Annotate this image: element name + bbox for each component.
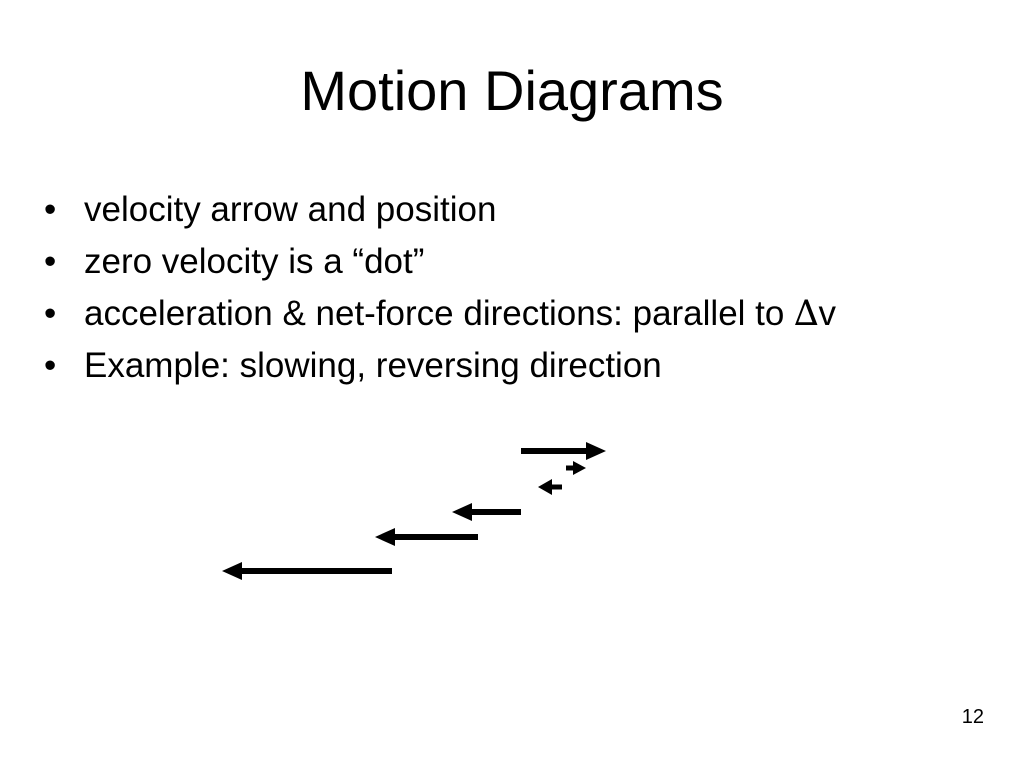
velocity-arrow-4 — [452, 503, 521, 521]
slide-title: Motion Diagrams — [300, 59, 724, 122]
delta-symbol: ∆ — [794, 294, 819, 334]
bullet-text-2: zero velocity is a “dot” — [84, 242, 425, 281]
velocity-arrow-6-head — [222, 562, 242, 580]
velocity-arrow-2 — [566, 461, 586, 475]
velocity-arrow-6 — [222, 562, 392, 580]
bullet-text-1: velocity arrow and position — [84, 190, 497, 229]
bullet-text-4: Example: slowing, reversing direction — [84, 346, 662, 385]
bullet-item-1: • velocity arrow and position — [44, 184, 836, 236]
bullet-list: • velocity arrow and position • zero vel… — [44, 184, 836, 392]
velocity-arrow-5-head — [375, 528, 395, 546]
velocity-arrow-1 — [521, 442, 606, 460]
velocity-arrow-2-head — [573, 461, 586, 475]
bullet-text-3-main: acceleration & net-force directions: par… — [84, 294, 795, 333]
slide-number: 12 — [961, 706, 984, 728]
bullet-item-4: • Example: slowing, reversing direction — [44, 340, 836, 392]
bullet-mark: • — [44, 294, 57, 333]
bullet-mark: • — [44, 242, 57, 281]
bullet-text-3: acceleration & net-force directions: par… — [84, 288, 836, 340]
bullet-item-2: • zero velocity is a “dot” — [44, 236, 836, 288]
velocity-arrow-5 — [375, 528, 478, 546]
bullet-item-3: • acceleration & net-force directions: p… — [44, 288, 836, 340]
velocity-arrow-1-head — [586, 442, 606, 460]
bullet-mark: • — [44, 190, 57, 229]
velocity-arrow-3 — [538, 479, 562, 495]
bullet-text-3-suffix: v — [818, 294, 837, 333]
velocity-arrow-4-head — [452, 503, 472, 521]
bullet-mark: • — [44, 346, 57, 385]
velocity-arrow-3-head — [538, 479, 552, 495]
